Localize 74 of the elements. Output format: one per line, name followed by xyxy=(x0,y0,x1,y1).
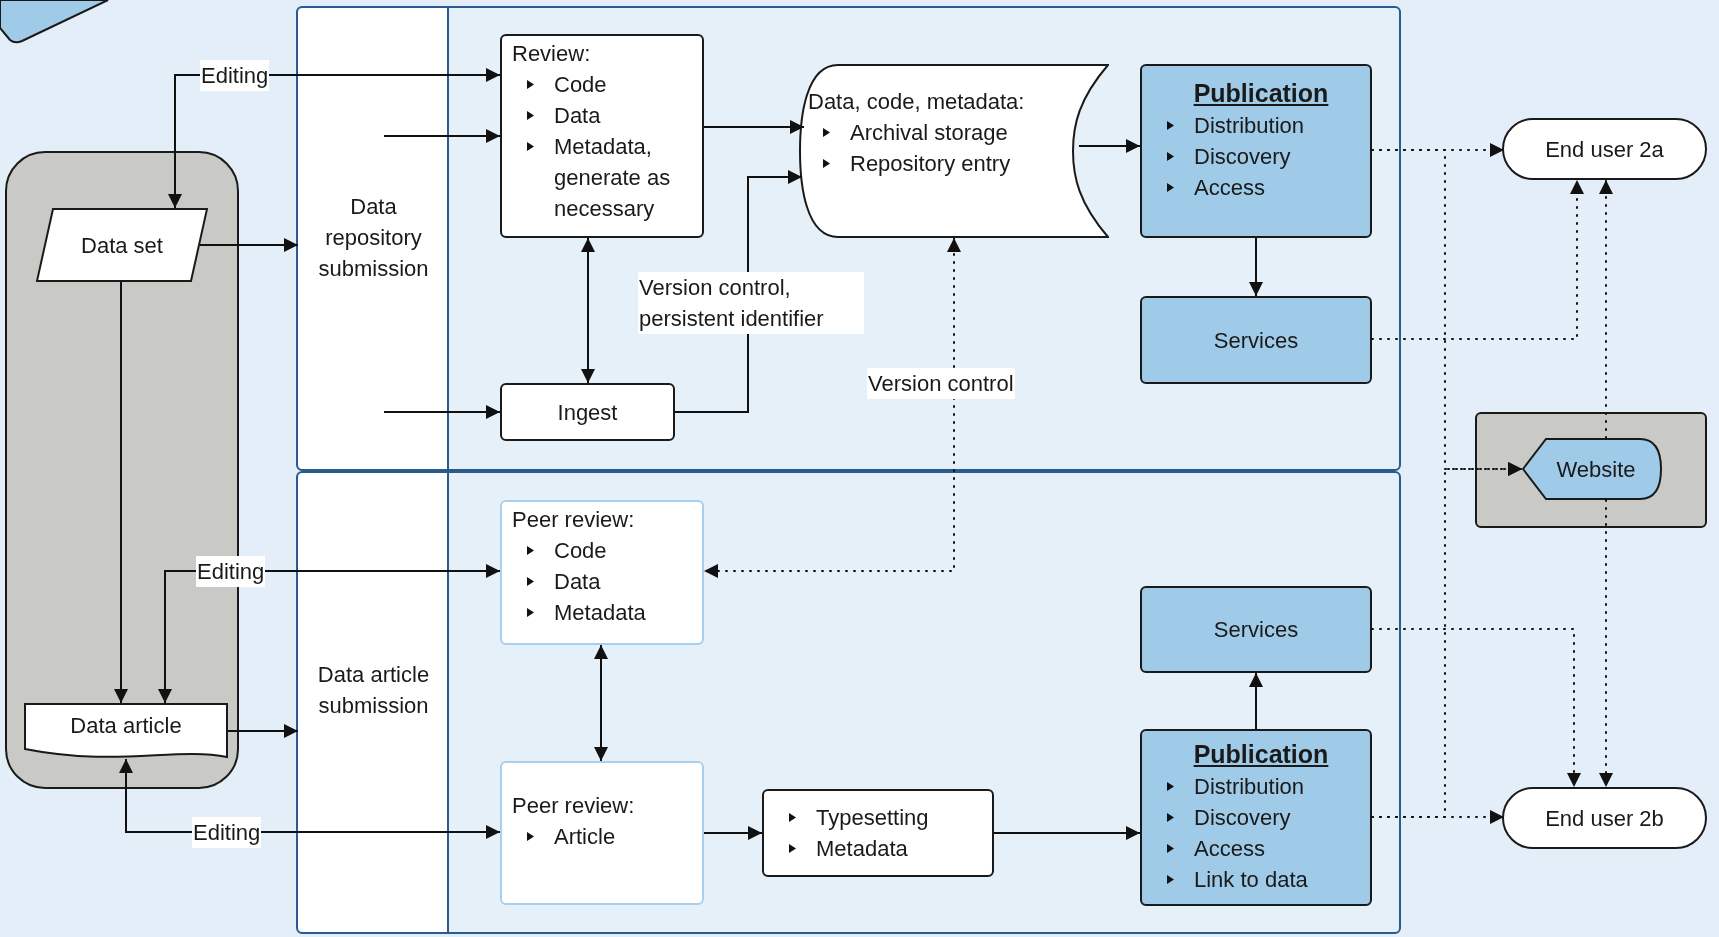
dotted-arrow xyxy=(1371,179,1584,340)
node-label: Data article submission xyxy=(316,661,431,720)
list-item: Discovery xyxy=(1194,143,1291,171)
display-shape xyxy=(1522,438,1662,500)
list-item: Typesetting xyxy=(816,804,929,832)
list-item: Metadata xyxy=(554,599,646,627)
list-item: Access xyxy=(1194,835,1265,863)
publication-box xyxy=(1140,64,1372,238)
edge-label: Version control, persistent identifier xyxy=(638,272,864,334)
process-box xyxy=(762,789,994,877)
dotted-arrow xyxy=(1371,628,1581,788)
edge-label: Editing xyxy=(200,60,270,91)
list-item: Archival storage xyxy=(850,119,1008,147)
double-arrow xyxy=(581,237,595,384)
node-label: End user 2b xyxy=(1545,804,1664,833)
edge-label: Editing xyxy=(192,817,262,848)
list-item: Code xyxy=(554,71,607,99)
process-box xyxy=(500,383,675,441)
panel xyxy=(296,6,1401,471)
storage-shape xyxy=(798,64,1109,238)
partial-shape xyxy=(0,0,110,44)
node-label: Peer review: xyxy=(512,506,636,534)
arrow xyxy=(703,120,805,134)
arrow xyxy=(383,129,501,143)
edge-label: Editing xyxy=(196,556,266,587)
list-item: Data xyxy=(554,568,601,596)
arrow xyxy=(1078,139,1141,153)
list-item: Discovery xyxy=(1194,804,1291,832)
node-label: Review: xyxy=(512,40,592,68)
arrow xyxy=(227,724,299,738)
arrow xyxy=(1249,237,1263,297)
process-box xyxy=(500,34,704,238)
process-box xyxy=(500,500,704,645)
node-label: Data, code, metadata: xyxy=(808,88,1026,116)
dotted-arrow xyxy=(1599,499,1613,788)
arrow xyxy=(114,281,128,704)
node-label: Peer review: xyxy=(512,792,636,820)
dotted-arrow xyxy=(1599,179,1613,439)
node-label: Services xyxy=(1213,326,1299,355)
dotted-double-arrow xyxy=(703,237,961,578)
group-panel xyxy=(1475,412,1707,528)
process-box xyxy=(500,761,704,905)
node-label: Ingest xyxy=(557,398,618,427)
arrow xyxy=(1249,672,1263,730)
data-parallelogram xyxy=(36,208,208,282)
publication-box xyxy=(1140,729,1372,906)
arrow xyxy=(199,238,299,252)
arrow xyxy=(703,826,763,840)
list-item: Access xyxy=(1194,174,1265,202)
list-item: Metadata, generate as necessary xyxy=(554,133,672,223)
node-label: Services xyxy=(1213,616,1299,644)
list-item: Repository entry xyxy=(850,150,1011,178)
panel xyxy=(296,471,1401,934)
node-label: Data article xyxy=(70,711,182,740)
list-item: Distribution xyxy=(1194,112,1305,140)
services-box xyxy=(1140,296,1372,384)
box-heading: Publication xyxy=(1193,78,1329,109)
list-item: Data xyxy=(554,102,601,130)
services-box xyxy=(1140,586,1372,673)
list-item: Metadata xyxy=(816,835,908,863)
box-heading: Publication xyxy=(1193,739,1329,770)
list-item: Distribution xyxy=(1194,773,1305,801)
arrow xyxy=(993,826,1141,840)
dotted-arrow xyxy=(1371,462,1523,818)
list-item: Link to data xyxy=(1194,866,1308,894)
edge-label: Version control xyxy=(867,368,1015,399)
node-label: Data set xyxy=(81,231,163,260)
list-item: Article xyxy=(554,823,616,851)
node-label: Website xyxy=(1556,455,1636,484)
arrow xyxy=(383,405,501,419)
node-label: Data repository submission xyxy=(317,193,430,283)
node-label: End user 2a xyxy=(1545,135,1664,164)
list-item: Code xyxy=(554,537,607,565)
double-arrow xyxy=(594,644,608,762)
